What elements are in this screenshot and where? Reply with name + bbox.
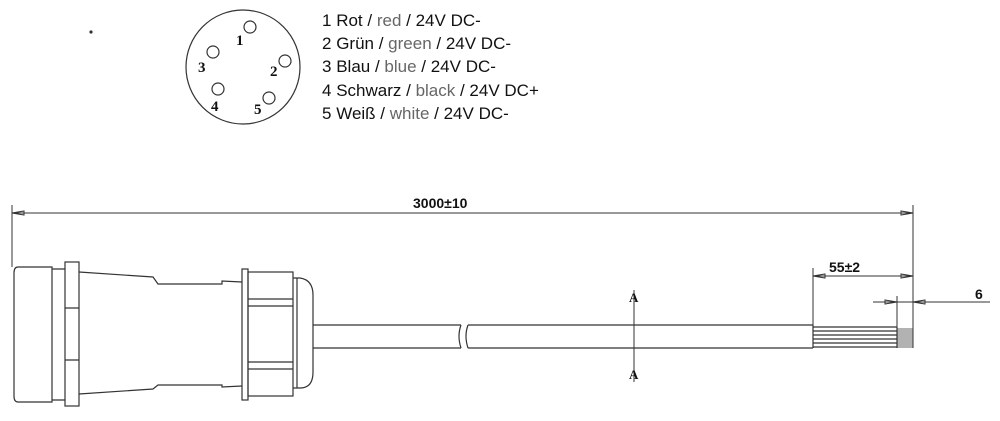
pin-3 bbox=[206, 45, 220, 59]
pin-label-2: 2 bbox=[270, 64, 278, 80]
cable bbox=[313, 324, 913, 349]
legend-item: 3 Blau / blue / 24V DC- bbox=[322, 57, 496, 77]
dimension-lines bbox=[11, 205, 990, 382]
stripped-wires bbox=[813, 326, 913, 348]
stray-dot bbox=[89, 30, 93, 34]
pin-1 bbox=[243, 20, 257, 34]
connector-outline bbox=[185, 9, 301, 125]
pin-4 bbox=[211, 82, 225, 96]
pin-2 bbox=[278, 54, 292, 68]
legend-item: 5 Weiß / white / 24V DC- bbox=[322, 103, 509, 123]
pin-legend: 1 Rot / red / 24V DC- 2 Grün / green / 2… bbox=[322, 9, 539, 125]
total-length-label: 3000±10 bbox=[413, 195, 468, 211]
strip-length-label: 55±2 bbox=[829, 259, 860, 275]
legend-item: 1 Rot / red / 24V DC- bbox=[322, 11, 481, 30]
legend-item: 2 Grün / green / 24V DC- bbox=[322, 34, 512, 54]
connector-face: 1 2 3 4 5 bbox=[185, 9, 301, 125]
connector-side-view bbox=[13, 261, 314, 407]
legend-item: 4 Schwarz / black / 24V DC+ bbox=[322, 80, 539, 100]
pin-label-1: 1 bbox=[236, 33, 244, 49]
pin-label-4: 4 bbox=[211, 99, 219, 115]
section-label-bottom: A bbox=[629, 367, 639, 382]
section-label-top: A bbox=[629, 290, 639, 305]
pin-label-3: 3 bbox=[198, 60, 206, 76]
pin-5 bbox=[262, 91, 276, 105]
end-strip-label: 6 bbox=[975, 286, 983, 302]
pin-label-5: 5 bbox=[254, 102, 262, 118]
